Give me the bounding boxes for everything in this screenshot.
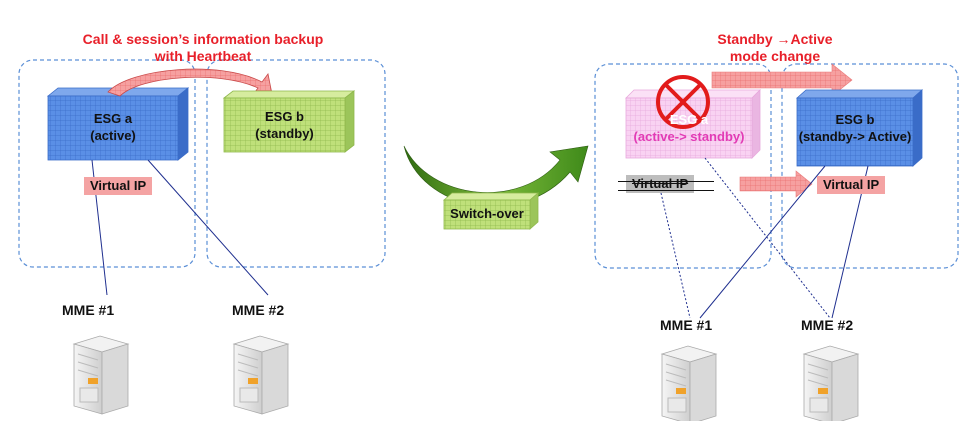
right-dashed-group-b (781, 63, 959, 269)
left-mme1-server-icon (73, 335, 129, 415)
left-virtual-ip: Virtual IP (84, 177, 153, 195)
mode-change-arrow (711, 63, 853, 97)
left-esg-a-box (46, 87, 190, 161)
left-esg-a-name: ESG a (93, 111, 133, 126)
switch-over-box (442, 192, 540, 230)
right-mme1-label: MME #1 (660, 317, 713, 333)
virtual-ip-move-arrow (739, 170, 813, 198)
right-esg-b-state: (standby-> Active) (798, 129, 912, 144)
right-line-b-mme1 (699, 165, 826, 319)
left-line-mme2 (147, 159, 269, 296)
right-dashed-group-a (594, 63, 772, 269)
left-mme1-label: MME #1 (62, 302, 115, 318)
right-esg-a-state: (active-> standby) (633, 129, 745, 144)
right-esg-b-name: ESG b (835, 112, 875, 127)
right-esg-b-box (795, 89, 924, 167)
right-dotted-line-a-mme1 (660, 192, 691, 319)
right-title-line1: Standby →Active (717, 31, 833, 47)
right-virtual-ip-old: Virtual IP (626, 175, 695, 193)
left-title-line1: Call & session’s information backup (82, 31, 324, 47)
left-title-line2: with Heartbeat (154, 48, 252, 64)
right-title-line2: mode change (729, 48, 821, 64)
right-dotted-line-a-mme2 (704, 157, 831, 319)
left-mme2-server-icon (233, 335, 289, 415)
right-virtual-ip-new: Virtual IP (817, 176, 886, 194)
left-esg-b-box (222, 90, 356, 153)
strike-line-top (618, 181, 714, 182)
strike-line-bottom (618, 190, 714, 191)
left-esg-a-state: (active) (90, 128, 136, 143)
left-mme2-label: MME #2 (232, 302, 285, 318)
left-esg-b-state: (standby) (255, 126, 314, 141)
right-mme2-server-icon (803, 345, 859, 421)
failure-x-icon (656, 75, 710, 129)
left-dashed-group-b (206, 59, 386, 268)
right-mme2-label: MME #2 (801, 317, 854, 333)
left-esg-b-name: ESG b (264, 109, 304, 124)
switch-over-label: Switch-over (450, 206, 524, 221)
switch-over-arrow (403, 145, 589, 207)
right-mme1-server-icon (661, 345, 717, 421)
right-esg-a-name: ESG a (669, 112, 709, 127)
left-dashed-group-a (18, 59, 196, 268)
